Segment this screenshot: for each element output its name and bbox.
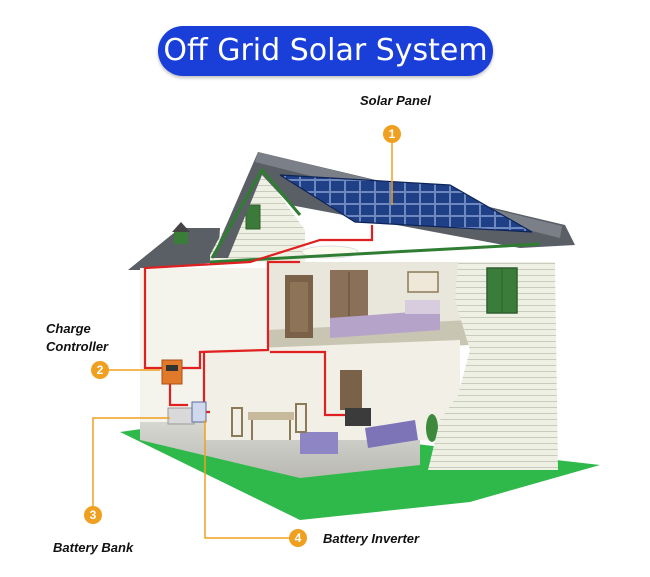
svg-text:2: 2	[97, 363, 104, 377]
charge-controller-label-line2: Controller	[46, 339, 109, 354]
svg-text:3: 3	[90, 508, 97, 522]
rear-wing-roof	[128, 228, 220, 270]
right-wall	[428, 262, 558, 470]
badge-3: 3	[84, 506, 102, 524]
leader-lines	[92, 143, 393, 539]
battery-inverter-label: Battery Inverter	[323, 531, 420, 546]
diagram-title: Off Grid Solar System	[158, 26, 493, 76]
battery-bank-label: Battery Bank	[53, 540, 134, 555]
svg-text:1: 1	[389, 127, 396, 141]
plant	[426, 414, 438, 442]
solar-panel	[279, 174, 533, 233]
bed	[330, 310, 440, 338]
wall-picture	[407, 271, 439, 293]
rear-dormer	[174, 230, 188, 244]
tv	[345, 408, 371, 426]
wiring	[143, 225, 374, 417]
battery-bank-device	[167, 407, 195, 425]
battery-inverter-device	[191, 401, 207, 423]
lower-door	[340, 370, 362, 410]
dining-table	[248, 412, 294, 420]
lower-room	[205, 340, 460, 440]
charge-controller-device	[161, 359, 183, 385]
charge-controller-label-line1: Charge	[46, 321, 91, 336]
chair	[231, 407, 243, 437]
badge-2: 2	[91, 361, 109, 379]
charge-controller-label: Charge Controller	[46, 320, 108, 356]
gable-window	[245, 204, 261, 230]
badge-4: 4	[289, 529, 307, 547]
badge-1: 1	[383, 125, 401, 143]
sofa	[365, 420, 418, 448]
solar-panel-label: Solar Panel	[360, 93, 431, 108]
svg-text:4: 4	[295, 531, 302, 545]
